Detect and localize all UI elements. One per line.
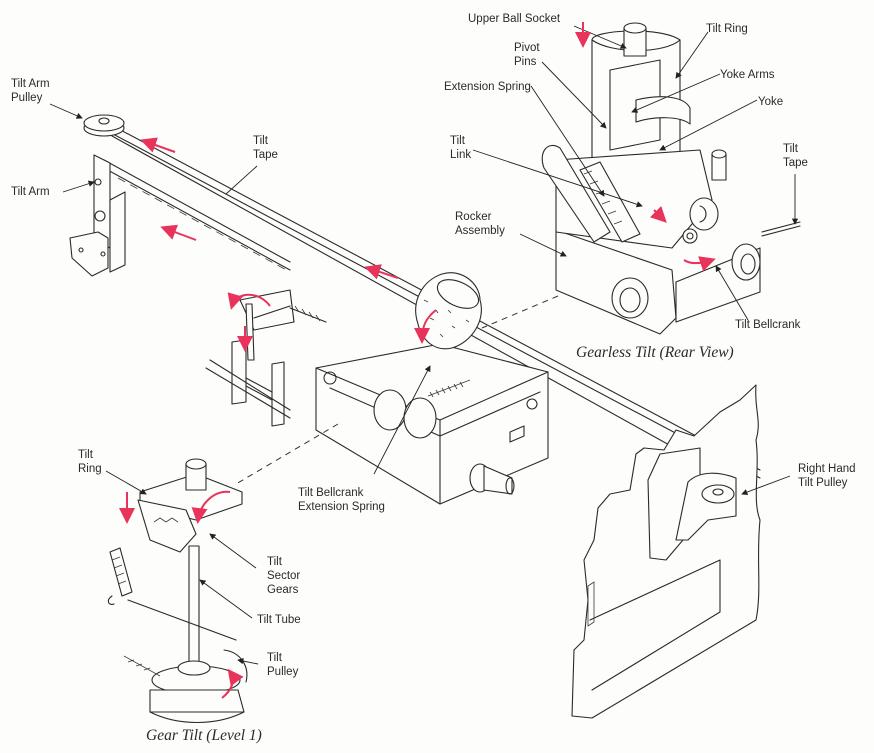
motion-arrows — [119, 22, 716, 699]
motion-arrow-tape-upper — [140, 137, 176, 153]
label-tilt-tape-right: Tilt Tape — [783, 143, 808, 169]
tilt-arm — [69, 114, 126, 277]
label-yoke-arms: Yoke Arms — [720, 69, 775, 81]
label-tilt-arm-pulley: Tilt Arm Pulley — [11, 78, 50, 104]
leader-lines — [49, 25, 799, 665]
motion-arrow-tape-mid — [364, 264, 399, 280]
label-rocker-assembly: Rocker Assembly — [455, 211, 505, 237]
label-tilt-arm: Tilt Arm — [11, 186, 50, 198]
label-extension-spring: Extension Spring — [444, 81, 531, 93]
label-tilt-bellcrank: Tilt Bellcrank — [735, 319, 801, 331]
gearless-tilt-assembly — [541, 22, 801, 335]
label-right-hand-tilt-pulley: Right Hand Tilt Pulley — [798, 463, 856, 489]
label-yoke: Yoke — [758, 96, 784, 108]
caption-gear-tilt: Gear Tilt (Level 1) — [146, 727, 262, 744]
motion-arrow-ball-tilt — [414, 309, 437, 344]
label-tilt-ring-gearless: Tilt Ring — [706, 23, 748, 35]
typing-element — [415, 272, 482, 350]
projection-line-gearless — [481, 295, 559, 329]
carrier — [315, 343, 549, 505]
tilt-linkage — [205, 289, 327, 427]
label-tilt-sector-gears: Tilt Sector Gears — [267, 556, 301, 596]
motion-arrow-tilt-link — [649, 205, 667, 223]
projection-line-gear — [235, 423, 339, 485]
gear-tilt-assembly — [107, 458, 248, 723]
label-tilt-pulley: Tilt Pulley — [267, 652, 299, 678]
motion-arrow-bellcrank — [683, 256, 716, 272]
motion-arrow-gear-rotate — [191, 490, 231, 524]
label-tilt-tape-left: Tilt Tape — [253, 135, 278, 161]
side-frame — [571, 384, 761, 719]
motion-arrow-rail — [160, 224, 197, 241]
label-tilt-tube: Tilt Tube — [257, 614, 301, 626]
label-pivot-pins: Pivot Pins — [514, 42, 540, 68]
caption-gearless-tilt: Gearless Tilt (Rear View) — [576, 344, 734, 361]
label-tilt-ring-gear: Tilt Ring — [78, 449, 102, 475]
label-upper-ball-socket: Upper Ball Socket — [468, 13, 561, 25]
label-tilt-link: Tilt Link — [450, 135, 472, 161]
label-tilt-bellcrank-extension-spring: Tilt Bellcrank Extension Spring — [298, 487, 385, 513]
motion-arrow-pulley — [221, 668, 244, 699]
motion-arrow-linkage-rotate — [227, 292, 271, 310]
